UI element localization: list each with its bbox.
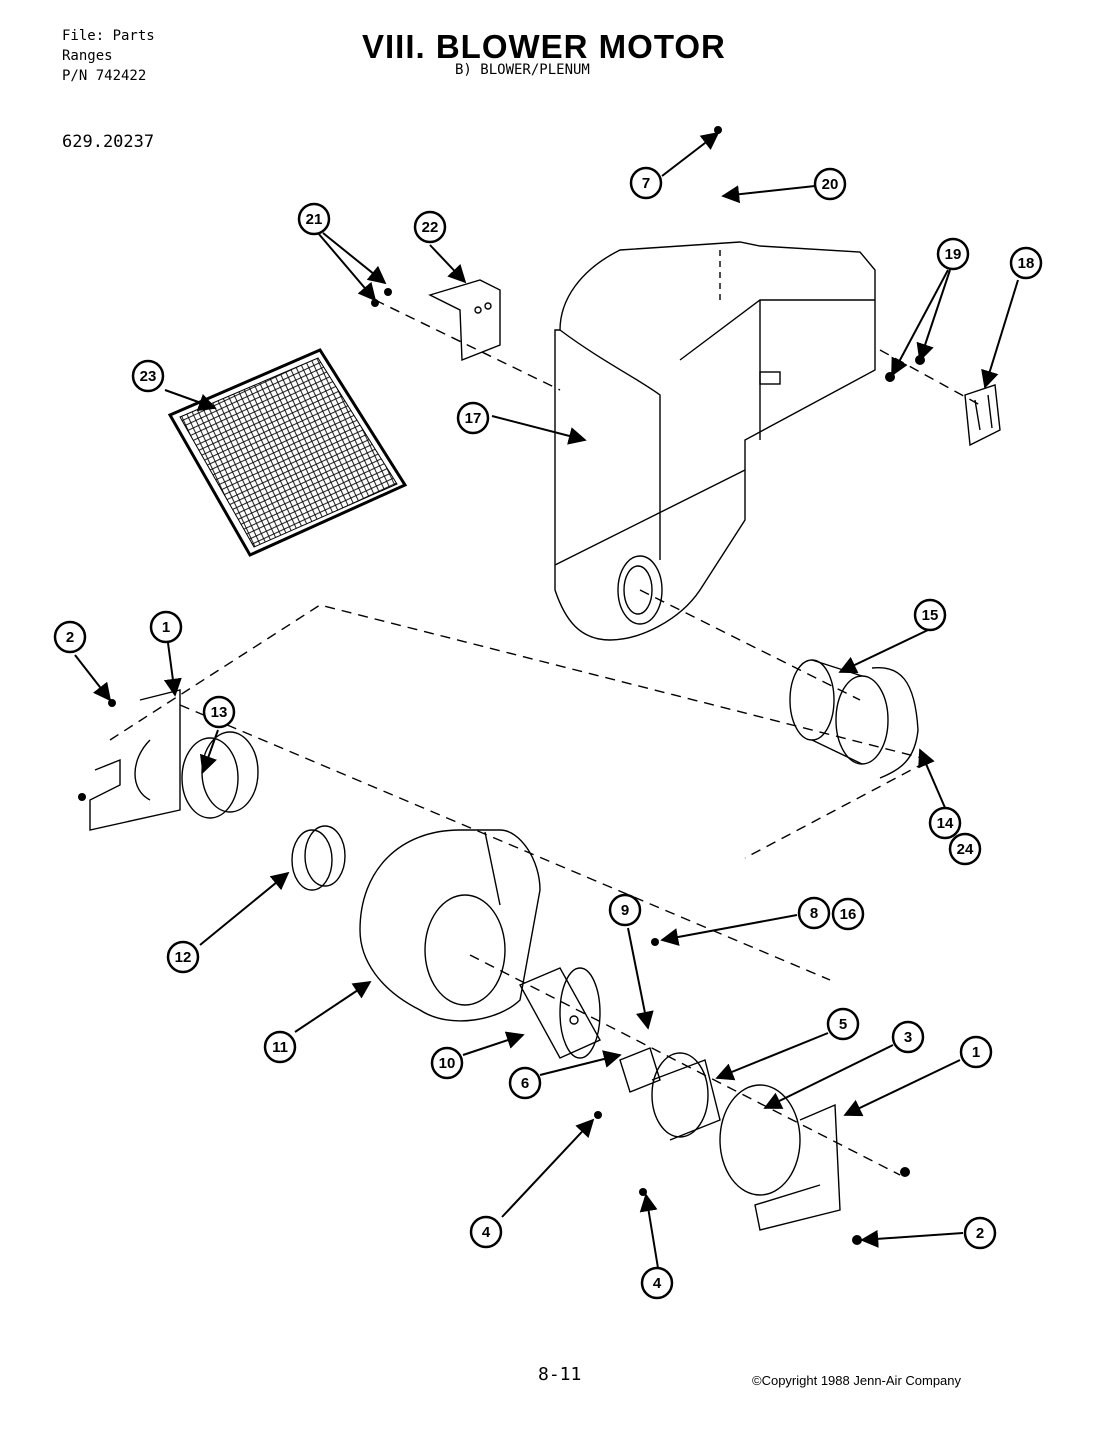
svg-text:18: 18 (1018, 255, 1035, 272)
svg-text:4: 4 (482, 1224, 491, 1241)
svg-text:24: 24 (957, 841, 974, 858)
callout-2-right: 2 (963, 1216, 997, 1250)
svg-text:14: 14 (937, 815, 954, 832)
svg-text:10: 10 (439, 1055, 456, 1072)
page-subtitle: B) BLOWER/PLENUM (455, 62, 590, 78)
callout-14: 14 (928, 806, 962, 840)
svg-text:9: 9 (621, 902, 629, 919)
vent-duct (789, 659, 919, 779)
file-info: File: Parts Ranges P/N 742422 (62, 26, 155, 86)
clamp-rings (181, 731, 346, 891)
callout-11: 11 (263, 1030, 297, 1064)
right-side-plate (719, 1084, 841, 1231)
blower-wheel (519, 967, 601, 1059)
callout-20: 20 (813, 167, 847, 201)
svg-text:4: 4 (653, 1275, 662, 1292)
callout-5: 5 (826, 1007, 860, 1041)
callout-13: 13 (202, 695, 236, 729)
blower-motor (619, 1047, 721, 1141)
callout-4-left: 4 (469, 1215, 503, 1249)
copyright-notice: ©Copyright 1988 Jenn-Air Company (752, 1373, 962, 1388)
part-number-line: P/N 742422 (62, 68, 147, 84)
svg-text:13: 13 (211, 704, 228, 721)
page-title: VIII. BLOWER MOTOR (362, 28, 726, 65)
svg-text:3: 3 (904, 1029, 912, 1046)
svg-text:22: 22 (422, 219, 439, 236)
svg-text:1: 1 (162, 619, 170, 636)
callout-1-right: 1 (959, 1035, 993, 1069)
callout-9: 9 (608, 893, 642, 927)
svg-text:23: 23 (140, 368, 157, 385)
callout-18: 18 (1009, 246, 1043, 280)
svg-text:1: 1 (972, 1044, 980, 1061)
svg-text:11: 11 (272, 1039, 288, 1056)
plenum (554, 241, 876, 641)
left-side-plate (89, 689, 181, 831)
svg-text:5: 5 (839, 1016, 847, 1033)
callout-6: 6 (508, 1066, 542, 1100)
callout-17: 17 (456, 401, 490, 435)
callout-22: 22 (413, 210, 447, 244)
callout-10: 10 (430, 1046, 464, 1080)
callout-15: 15 (913, 598, 947, 632)
svg-text:17: 17 (465, 410, 482, 427)
model-number: 629.20237 (62, 132, 155, 152)
svg-text:15: 15 (922, 607, 939, 624)
bracket (428, 279, 501, 362)
svg-text:20: 20 (822, 176, 839, 193)
callout-3: 3 (891, 1020, 925, 1054)
callout-4-bottom: 4 (640, 1266, 674, 1300)
callout-12: 12 (166, 940, 200, 974)
assembly-outline (109, 604, 932, 859)
svg-text:21: 21 (306, 211, 323, 228)
callout-7: 7 (629, 166, 663, 200)
svg-text:12: 12 (175, 949, 192, 966)
callout-16: 16 (831, 897, 865, 931)
clip (964, 384, 1001, 447)
grease-filter (167, 348, 408, 557)
svg-text:2: 2 (66, 629, 74, 646)
blower-housing (359, 829, 541, 1022)
callout-23: 23 (131, 359, 165, 393)
callouts: 1 1 2 2 3 4 4 5 6 7 8 9 10 11 12 13 14 1… (53, 166, 1043, 1300)
svg-text:6: 6 (521, 1075, 529, 1092)
page-number: 8-11 (538, 1364, 582, 1385)
svg-text:2: 2 (976, 1225, 984, 1242)
svg-text:7: 7 (642, 175, 650, 192)
ranges-line: Ranges (62, 48, 113, 64)
callout-21: 21 (297, 202, 331, 236)
callout-24: 24 (948, 832, 982, 866)
callout-19: 19 (936, 237, 970, 271)
svg-text:19: 19 (945, 246, 962, 263)
svg-text:16: 16 (840, 906, 857, 923)
svg-text:8: 8 (810, 905, 818, 922)
callout-8: 8 (797, 896, 831, 930)
file-line: File: Parts (62, 28, 155, 44)
callout-2-left: 2 (53, 620, 87, 654)
callout-1-left: 1 (149, 610, 183, 644)
